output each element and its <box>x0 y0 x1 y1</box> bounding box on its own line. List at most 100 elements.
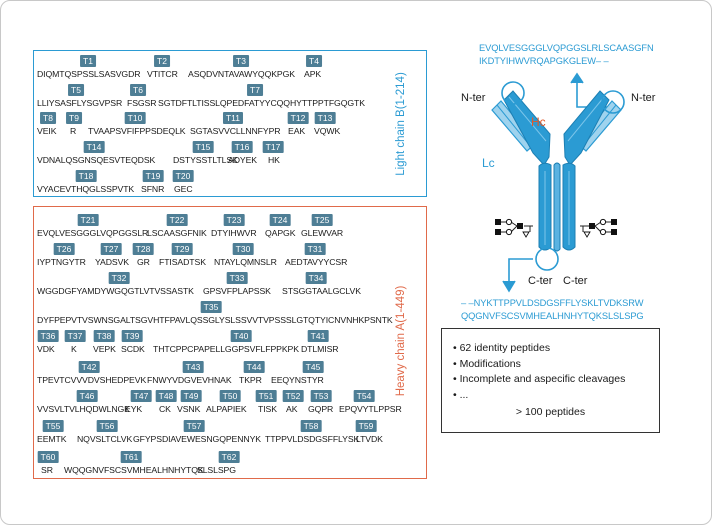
peptide-sequence: TTPPVLDSDGSFFLYSK <box>265 434 360 444</box>
peptide-tag: T21 <box>77 214 99 226</box>
peptide-tag: T44 <box>243 361 265 373</box>
n-ter-right-highlight <box>601 90 625 114</box>
peptide-sequence: AK <box>286 404 298 414</box>
peptide-sequence: APK <box>304 69 322 79</box>
peptide-tag: T46 <box>76 390 98 402</box>
heavy-chain-panel <box>33 206 427 479</box>
peptide-tag: T8 <box>40 112 56 124</box>
peptide-sequence: K <box>71 344 77 354</box>
light-chain-marker: Lc <box>482 156 495 170</box>
peptide-sequence: FNWYVDGVEVHNAK <box>147 375 232 385</box>
peptide-tag: T59 <box>355 420 377 432</box>
peptide-sequence: THTCPPCPAPELLGGPSVFLFPPKPK <box>153 344 299 354</box>
peptide-sequence: SLSLSPG <box>197 465 236 475</box>
peptide-sequence: SGTASVVCLLNNFYPR <box>190 126 281 136</box>
peptide-sequence: VSNK <box>177 404 201 414</box>
peptide-sequence: SFNR <box>141 184 165 194</box>
peptide-sequence: DIQMTQSPSSLSASVGDR <box>37 69 141 79</box>
summary-item: • Incomplete and aspecific cleavages <box>453 373 626 385</box>
peptide-sequence: GFYPSDIAVEWESNGQPENNYK <box>133 434 261 444</box>
peptide-sequence: TVAAPSVFIFPPSDEQLK <box>88 126 186 136</box>
n-term-sequence-line-2: IKDTYIHWVRQAPGKGLEW– – <box>479 56 609 66</box>
peptide-tag: T43 <box>182 361 204 373</box>
peptide-tag: T56 <box>96 420 118 432</box>
c-term-arrow <box>502 258 533 293</box>
peptide-tag: T30 <box>232 243 254 255</box>
peptide-tag: T24 <box>269 214 291 226</box>
c-ter-highlight <box>535 247 559 271</box>
peptide-tag: T48 <box>155 390 177 402</box>
peptide-tag: T2 <box>154 55 170 67</box>
peptide-tag: T10 <box>124 112 146 124</box>
peptide-sequence: VTITCR <box>147 69 178 79</box>
peptide-tag: T55 <box>42 420 64 432</box>
peptide-tag: T17 <box>262 141 284 153</box>
peptide-tag: T54 <box>353 390 375 402</box>
peptide-tag: T29 <box>171 243 193 255</box>
peptide-tag: T22 <box>166 214 188 226</box>
peptide-sequence: LLIYSASFLYSGVPSR <box>37 98 123 108</box>
peptide-sequence: LSCAASGFNIK <box>147 228 207 238</box>
left-fab-arm <box>491 90 551 166</box>
heavy-chain-label: Heavy chain A(1-449) <box>395 285 407 397</box>
peptide-sequence: VEIK <box>37 126 57 136</box>
peptide-tag: T47 <box>130 390 152 402</box>
peptide-tag: T53 <box>310 390 332 402</box>
peptide-sequence: ASQDVNTAVAWYQQKPGK <box>188 69 295 79</box>
antibody-diagram <box>491 72 625 293</box>
fc-stem <box>538 162 576 252</box>
peptide-tag: T13 <box>314 112 336 124</box>
peptide-tag: T61 <box>120 451 142 463</box>
peptide-tag: T1 <box>80 55 96 67</box>
peptide-tag: T57 <box>183 420 205 432</box>
peptide-tag: T50 <box>219 390 241 402</box>
peptide-sequence: VEPK <box>93 344 116 354</box>
peptide-sequence: QAPGK <box>265 228 296 238</box>
n-ter-left-label: N-ter <box>461 92 486 104</box>
c-ter-left-label: C-ter <box>528 275 553 287</box>
n-term-sequence-line-1: EVQLVESGGGLVQPGGSLRLSCAASGFN <box>479 43 654 53</box>
peptide-sequence: WQQGNVFSCSVMHEALHNHYTQK <box>64 465 204 475</box>
peptide-sequence: VQWK <box>314 126 341 136</box>
peptide-sequence: TPEVTCVVVDVSHEDPEVK <box>37 375 147 385</box>
peptide-tag: T41 <box>307 330 329 342</box>
right-fab-arm <box>563 90 622 166</box>
light-chain-label: Light chain B(1-214) <box>395 72 407 176</box>
peptide-tag: T15 <box>192 141 214 153</box>
peptide-tag: T32 <box>108 272 130 284</box>
peptide-tag: T45 <box>302 361 324 373</box>
peptide-tag: T26 <box>53 243 75 255</box>
peptide-sequence: IYPTNGYTR <box>37 257 86 267</box>
peptide-sequence: GQPR <box>308 404 334 414</box>
peptide-sequence: R <box>70 126 77 136</box>
peptide-tag: T31 <box>304 243 326 255</box>
peptide-tag: T9 <box>66 112 82 124</box>
peptide-sequence: GR <box>137 257 150 267</box>
peptide-tag: T49 <box>180 390 202 402</box>
peptide-sequence: ALPAPIEK <box>206 404 247 414</box>
summary-box: • 62 identity peptides • Modifications •… <box>441 328 660 433</box>
peptide-tag: T62 <box>218 451 240 463</box>
peptide-sequence: DTLMISR <box>301 344 339 354</box>
peptide-tag: T14 <box>83 141 105 153</box>
n-ter-right-label: N-ter <box>631 92 656 104</box>
peptide-tag: T58 <box>300 420 322 432</box>
peptide-sequence: WGGDGFYAMDYWGQGTLVTVSSASTK <box>37 286 194 296</box>
peptide-sequence: VDNALQSGNSQESVTEQDSK <box>37 155 156 165</box>
peptide-tag: T36 <box>37 330 59 342</box>
left-glycan-icon <box>495 218 533 238</box>
c-ter-right-label: C-ter <box>563 275 588 287</box>
peptide-tag: T4 <box>306 55 322 67</box>
summary-item: • Modifications <box>453 357 521 370</box>
peptide-sequence: LTVDK <box>356 434 383 444</box>
peptide-tag: T7 <box>247 84 263 96</box>
summary-total: > 100 peptides <box>515 406 586 418</box>
peptide-tag: T60 <box>37 451 59 463</box>
peptide-sequence: STSGGTAALGCLVK <box>282 286 361 296</box>
peptide-sequence: EVQLVESGGGLVQPGGSLR <box>37 228 149 238</box>
peptide-tag: T11 <box>222 112 244 124</box>
peptide-sequence: EAK <box>288 126 306 136</box>
peptide-sequence: EEMTK <box>37 434 67 444</box>
peptide-tag: T42 <box>78 361 100 373</box>
